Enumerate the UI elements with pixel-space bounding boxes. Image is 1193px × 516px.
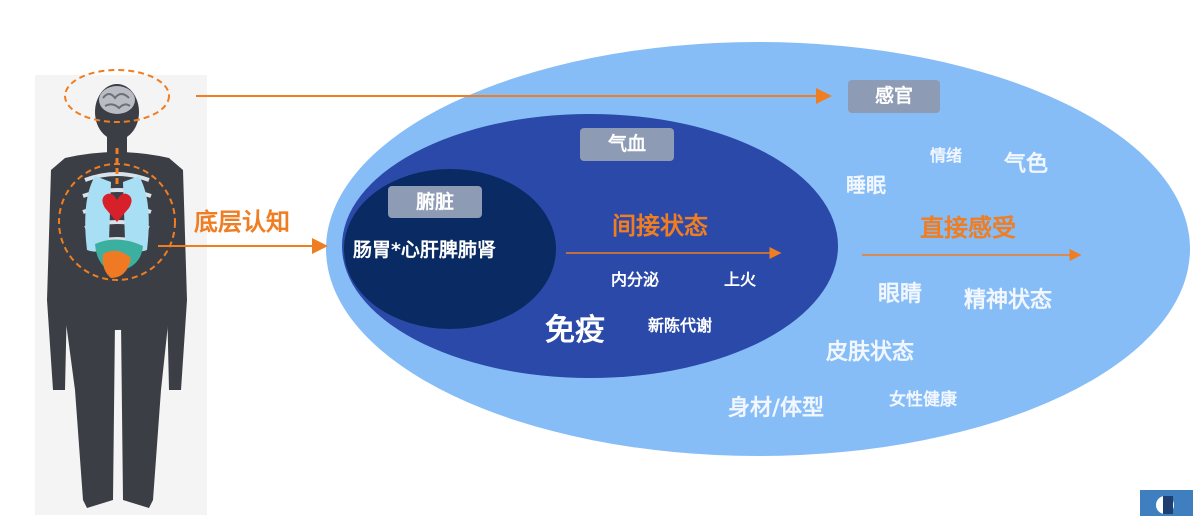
head-highlight [64, 69, 170, 123]
middle-title-box: 气血 [580, 128, 674, 161]
outer-item-skin: 皮肤状态 [826, 340, 915, 365]
outer-title: 感官 [874, 85, 913, 107]
outer-item-womens-health: 女性健康 [889, 390, 957, 410]
outer-item-complexion: 气色 [1004, 152, 1049, 177]
torso-highlight [58, 163, 176, 281]
core-title: 腑脏 [415, 191, 454, 213]
logo-icon [1140, 490, 1193, 516]
lungs-icon [85, 176, 149, 252]
middle-item-endocrine: 内分泌 [611, 270, 660, 289]
stomach-shape [102, 250, 131, 278]
middle-item-immunity: 免疫 [545, 313, 605, 348]
outer-title-box: 感官 [848, 80, 940, 113]
heart-icon [102, 193, 132, 222]
brain-icon [99, 86, 135, 114]
outer-item-sleep: 睡眠 [846, 173, 886, 197]
middle-title: 气血 [607, 133, 646, 155]
body-figure [47, 69, 187, 508]
outer-item-figure: 身材/体型 [728, 396, 825, 421]
core-title-box: 腑脏 [388, 186, 482, 218]
middle-item-heat: 上火 [724, 270, 757, 289]
outer-item-eyes: 眼睛 [878, 282, 923, 307]
outer-item-spirit: 精神状态 [964, 288, 1053, 313]
outer-heading: 直接感受 [920, 214, 1016, 242]
core-organs: 肠胃*心肝脾肺肾 [353, 239, 496, 261]
middle-heading: 间接状态 [612, 212, 708, 240]
left-label: 底层认知 [194, 208, 290, 236]
middle-item-metabolism: 新陈代谢 [648, 316, 713, 335]
outer-item-emotion: 情绪 [930, 146, 963, 165]
